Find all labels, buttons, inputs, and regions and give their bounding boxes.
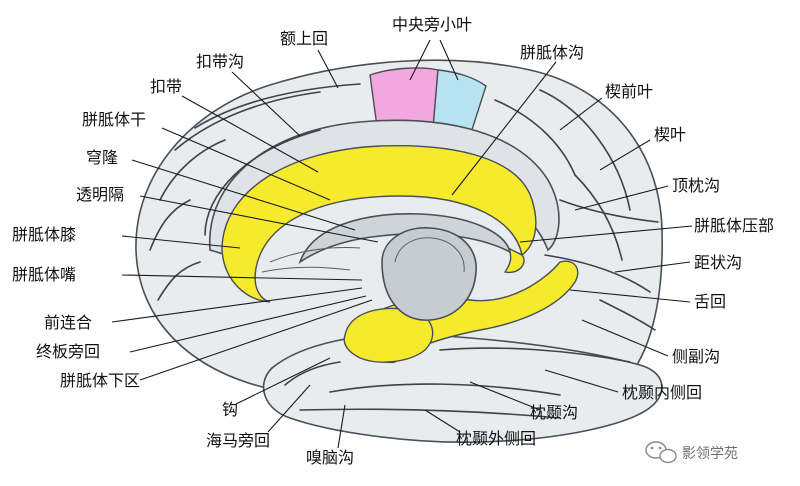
label-e-shang-hui: 额上回: [280, 29, 328, 48]
label-tou-ming-ge: 透明隔: [76, 185, 124, 204]
label-xie-qian-ye: 楔前叶: [605, 82, 653, 101]
label-zhong-yang-pang-xiao-ye: 中央旁小叶: [392, 15, 472, 34]
label-zhen-nie-gou: 枕颞沟: [530, 403, 578, 422]
labels: 额上回 中央旁小叶 扣带沟 扣带 胼胝体沟 楔前叶 胼胝体干 楔叶 穹隆 顶枕沟…: [12, 15, 774, 467]
label-she-hui: 舌回: [694, 292, 726, 311]
leader-lines: [111, 39, 693, 449]
label-ju-zhuang-gou: 距状沟: [694, 253, 742, 272]
label-pian-zhi-ti-gan: 胼胝体干: [82, 110, 146, 129]
label-pian-zhi-ti-zui: 胼胝体嘴: [12, 265, 76, 284]
label-xiu-nao-gou: 嗅脑沟: [306, 448, 354, 467]
watermark: 影领学苑: [645, 441, 738, 464]
label-kou-dai: 扣带: [150, 77, 182, 96]
label-zhen-nie-wai-ce-hui: 枕颞外侧回: [456, 429, 536, 448]
corpus-callosum: [221, 144, 537, 303]
watermark-text: 影领学苑: [682, 446, 738, 462]
label-gou: 钩: [222, 400, 238, 419]
label-zhong-ban-pang-hui: 终板旁回: [36, 342, 100, 361]
label-kou-dai-gou: 扣带沟: [196, 52, 244, 71]
label-qian-lian-he: 前连合: [44, 313, 92, 332]
wechat-bubble-icon: [645, 441, 677, 464]
label-qiong-long: 穹隆: [86, 148, 118, 167]
label-zhen-nie-nei-ce-hui: 枕颞内侧回: [622, 383, 702, 402]
label-pian-zhi-ti-gou: 胼胝体沟: [520, 43, 584, 62]
label-pian-zhi-ti-ya-bu: 胼胝体压部: [694, 216, 774, 235]
label-ding-zhen-gou: 顶枕沟: [672, 176, 720, 195]
label-ce-fu-gou: 侧副沟: [672, 347, 720, 366]
label-pian-zhi-ti-xi: 胼胝体膝: [12, 225, 76, 244]
label-pian-zhi-ti-xia-qu: 胼胝体下区: [60, 371, 140, 390]
label-xie-ye: 楔叶: [654, 125, 686, 144]
label-hai-ma-pang-hui: 海马旁回: [206, 431, 270, 450]
brain-hemisphere: [135, 59, 663, 444]
